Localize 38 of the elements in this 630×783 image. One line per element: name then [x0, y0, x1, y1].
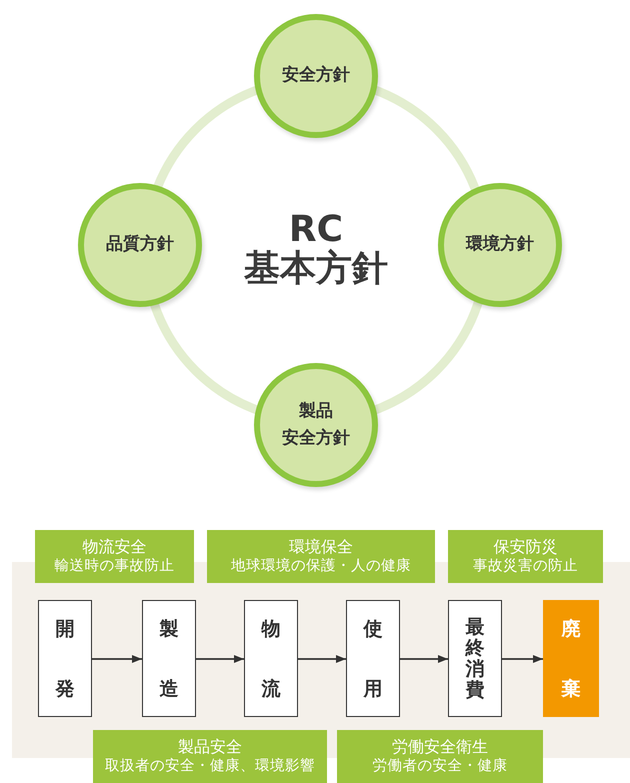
process-box	[543, 600, 599, 717]
label-box	[35, 530, 194, 583]
center-title: RC	[288, 211, 344, 250]
label-box	[448, 530, 603, 583]
process-label: 廃棄	[561, 616, 581, 702]
process-label: 物流	[261, 616, 281, 702]
box-text: 地球環境の保護・人の健康	[231, 556, 411, 576]
label-box	[93, 730, 327, 783]
box-text: 取扱者の安全・健康、環境影響	[105, 756, 315, 776]
box-heading: 労働安全衛生	[392, 737, 488, 757]
process-label: 使用	[363, 616, 383, 702]
circle-label: 安全方針	[281, 64, 351, 88]
center-title: 基本方針	[244, 249, 388, 289]
box-text: 輸送時の事故防止	[54, 556, 174, 576]
arrow	[502, 655, 543, 663]
process-label: 最終消費	[465, 616, 485, 700]
process-label: 製造	[159, 616, 179, 702]
process-label: 開発	[55, 616, 75, 702]
box-text: 労働者の安全・健康	[372, 756, 508, 776]
process-box	[448, 600, 502, 717]
process-box	[38, 600, 92, 717]
process-box	[244, 600, 298, 717]
arrow	[196, 655, 244, 663]
label-box	[337, 730, 543, 783]
process-box	[142, 600, 196, 717]
process-box	[346, 600, 400, 717]
circle-label: 製品安全方針	[281, 400, 351, 450]
box-heading: 環境保全	[289, 537, 353, 557]
arrow	[298, 655, 346, 663]
box-heading: 製品安全	[178, 737, 242, 757]
arrow	[92, 655, 142, 663]
circle-label: 環境方針	[464, 233, 535, 256]
label-box	[207, 530, 435, 583]
box-text: 事故災害の防止	[473, 556, 578, 576]
box-heading: 保安防災	[494, 537, 558, 557]
arrow	[400, 655, 448, 663]
box-heading: 物流安全	[82, 537, 146, 557]
circle-label: 品質方針	[105, 233, 175, 256]
